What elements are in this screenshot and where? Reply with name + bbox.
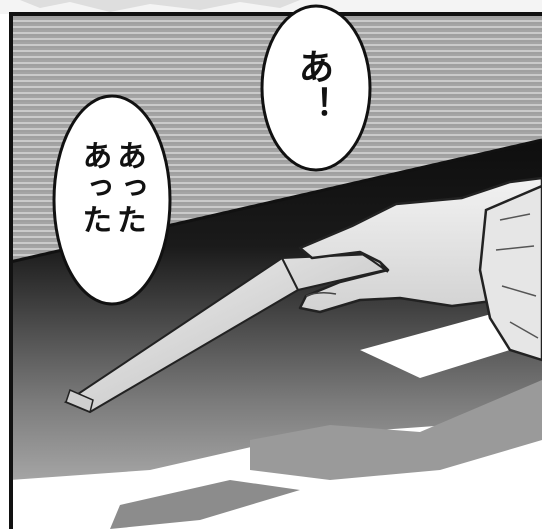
bubble-two-line-1: あった [111, 140, 146, 236]
bubble-two-line-2: あった [76, 140, 112, 236]
speech-bubble-two-text: あった あった [76, 140, 147, 300]
speech-bubble-one-text: あ！ [292, 48, 334, 124]
